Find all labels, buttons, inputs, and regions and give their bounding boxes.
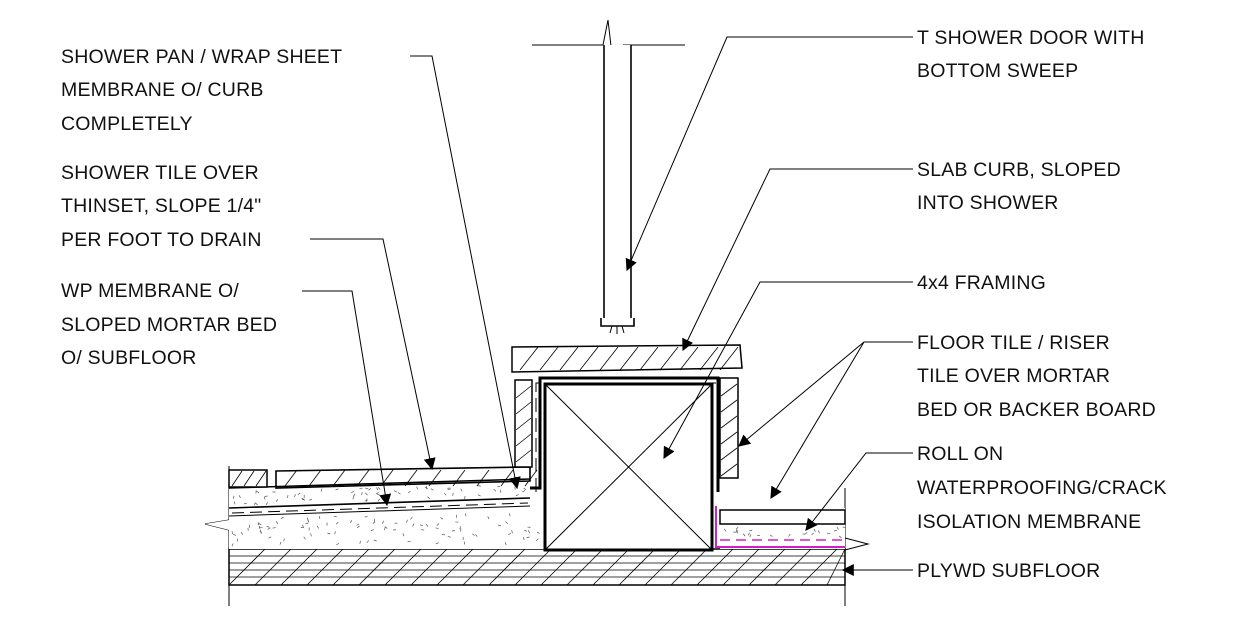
label-floor-tile: FLOOR TILE / RISER TILE OVER MORTAR BED …	[917, 332, 1156, 421]
label-shower-door: T SHOWER DOOR WITH BOTTOM SWEEP	[917, 27, 1150, 82]
shower-door	[532, 19, 685, 334]
shower-tile	[228, 466, 538, 489]
plywood-subfloor	[228, 548, 846, 586]
leader-lines	[302, 36, 913, 576]
label-shower-tile: SHOWER TILE OVER THINSET, SLOPE 1/4" PER…	[61, 162, 267, 251]
curb-assembly	[511, 344, 743, 552]
label-wp-membrane: WP MEMBRANE O/ SLOPED MORTAR BED O/ SUBF…	[61, 280, 283, 369]
sloped-mortar-bed	[205, 478, 545, 549]
outside-floor	[715, 506, 870, 551]
label-plywood-subfloor: PLYWD SUBFLOOR	[917, 560, 1100, 582]
label-shower-pan: SHOWER PAN / WRAP SHEET MEMBRANE O/ CURB…	[61, 46, 348, 135]
label-slab-curb: SLAB CURB, SLOPED INTO SHOWER	[917, 159, 1127, 214]
label-roll-on-membrane: ROLL ON WATERPROOFING/CRACK ISOLATION ME…	[917, 443, 1172, 533]
label-framing: 4x4 FRAMING	[917, 272, 1046, 294]
annotation-labels: SHOWER PAN / WRAP SHEET MEMBRANE O/ CURB…	[61, 27, 1172, 582]
